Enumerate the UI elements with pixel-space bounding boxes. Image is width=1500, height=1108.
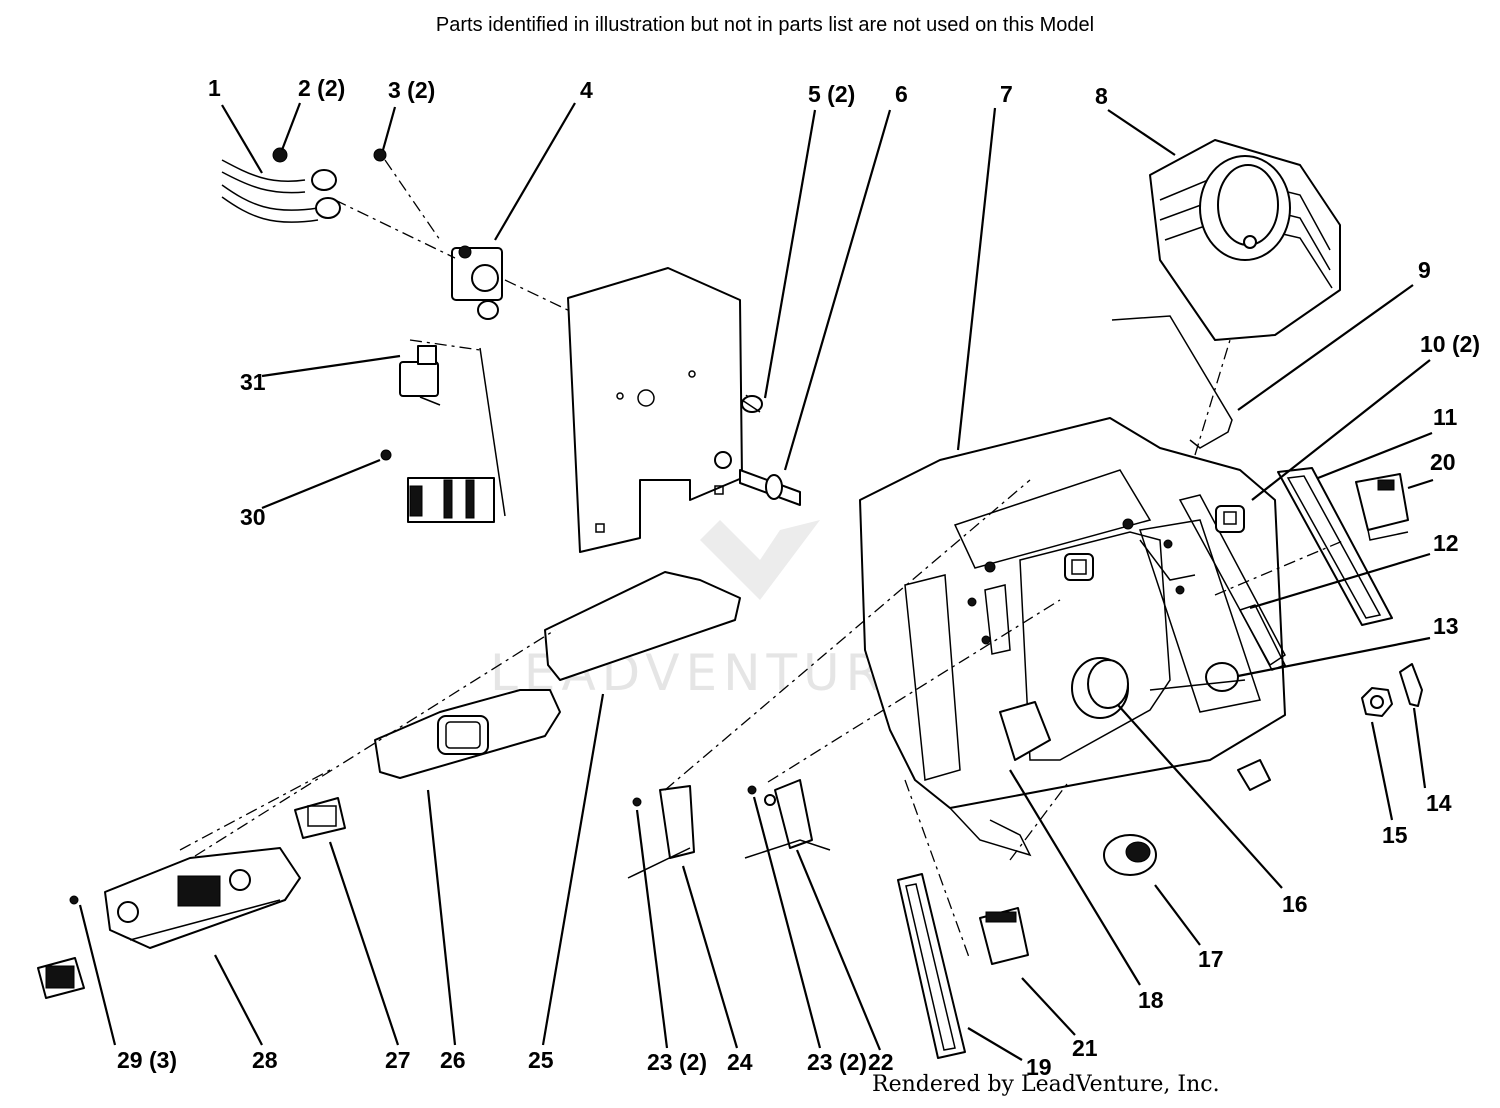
callout-label: 11 [1433,404,1458,430]
part-29-lens [37,957,85,999]
callout-label: 2 (2) [298,75,345,101]
callout-label: 9 [1418,257,1431,283]
leader-lines [78,102,1434,1061]
console-small-switch [1064,553,1094,581]
callout-label: 26 [440,1047,466,1073]
callout-label: 24 [727,1049,753,1075]
callout-label: 19 [1026,1054,1052,1080]
callout-label: 8 [1095,83,1108,109]
render-credit: Rendered by LeadVenture, Inc. [872,1072,1220,1097]
part-20-switch [1355,473,1409,541]
part-10-square [1215,505,1245,533]
part-11-strip [1277,467,1393,626]
callout-label: 16 [1282,891,1308,917]
callout-label: 12 [1433,530,1459,556]
callout-label: 30 [240,504,266,530]
callout-label: 10 (2) [1420,331,1480,357]
callout-label: 31 [240,369,266,395]
callout-labels: 1 2 (2) 3 (2) 4 5 (2) 6 7 8 9 10 (2) 11 … [117,75,1480,1080]
callout-label: 23 (2) [647,1049,707,1075]
part-5-bolt [741,395,763,413]
callout-label: 4 [580,77,593,103]
callout-label: 29 (3) [117,1047,177,1073]
callout-label: 23 (2) [807,1049,867,1075]
part-31-relay [399,345,441,406]
callout-label: 20 [1430,449,1456,475]
part-16-knob [1071,657,1129,719]
callout-label: 28 [252,1047,278,1073]
part-18-lens [999,701,1051,761]
part-22-lever [744,779,831,859]
callout-label: 7 [1000,81,1013,107]
callout-label: 27 [385,1047,411,1073]
callout-label: 22 [868,1049,894,1075]
part-28-housing [69,847,301,949]
part-26-panel [374,689,561,779]
bracket-plate [479,267,743,553]
part-19-strip [897,873,966,1059]
callout-label: 18 [1138,987,1164,1013]
part-30-connector [380,449,495,523]
part-1-cables [221,147,387,223]
callout-label: 3 (2) [388,77,435,103]
part-7-console [859,417,1287,857]
callout-label: 25 [528,1047,554,1073]
callout-label: 14 [1426,790,1452,816]
part-9-rod [1111,315,1233,449]
callout-label: 5 (2) [808,81,855,107]
callout-label: 15 [1382,822,1408,848]
part-21-switch [979,907,1029,965]
part-17-knob [1103,834,1157,876]
part-8-boot [1149,139,1341,341]
part-24-lever [627,785,695,879]
part-25-cover [544,571,741,681]
callout-label: 13 [1433,613,1459,639]
part-14-key [1399,663,1423,707]
part-27-switch [294,797,346,839]
callout-label: 1 [208,75,221,101]
part-15-nut [1361,687,1393,717]
part-6-shaft [714,451,801,506]
callout-label: 6 [895,81,908,107]
diagram-note: Parts identified in illustration but not… [435,14,1095,36]
callout-label: 21 [1072,1035,1098,1061]
callout-label: 17 [1198,946,1224,972]
part-4-switch [451,245,503,320]
